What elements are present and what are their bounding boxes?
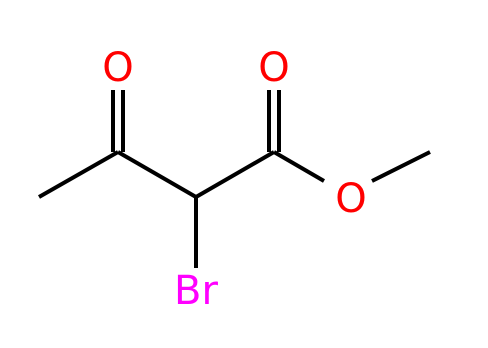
atom-label-ester-oxygen: O <box>335 176 366 222</box>
atom-label-carbonyl-oxygen: O <box>258 45 289 91</box>
atom-label-ketone-oxygen: O <box>102 45 133 91</box>
bonds <box>38 90 431 268</box>
atom-labels: O O O Br <box>102 45 366 314</box>
bond-methyl-ketone-carbon <box>38 150 119 199</box>
bond-ketone-carbon-alpha-carbon <box>117 150 197 199</box>
bond-ester-carbon-oxygen <box>272 150 326 183</box>
bond-oxygen-methyl <box>371 150 431 183</box>
bond-alpha-carbon-ester-carbon <box>195 150 275 199</box>
atom-label-bromine: Br <box>174 268 218 314</box>
